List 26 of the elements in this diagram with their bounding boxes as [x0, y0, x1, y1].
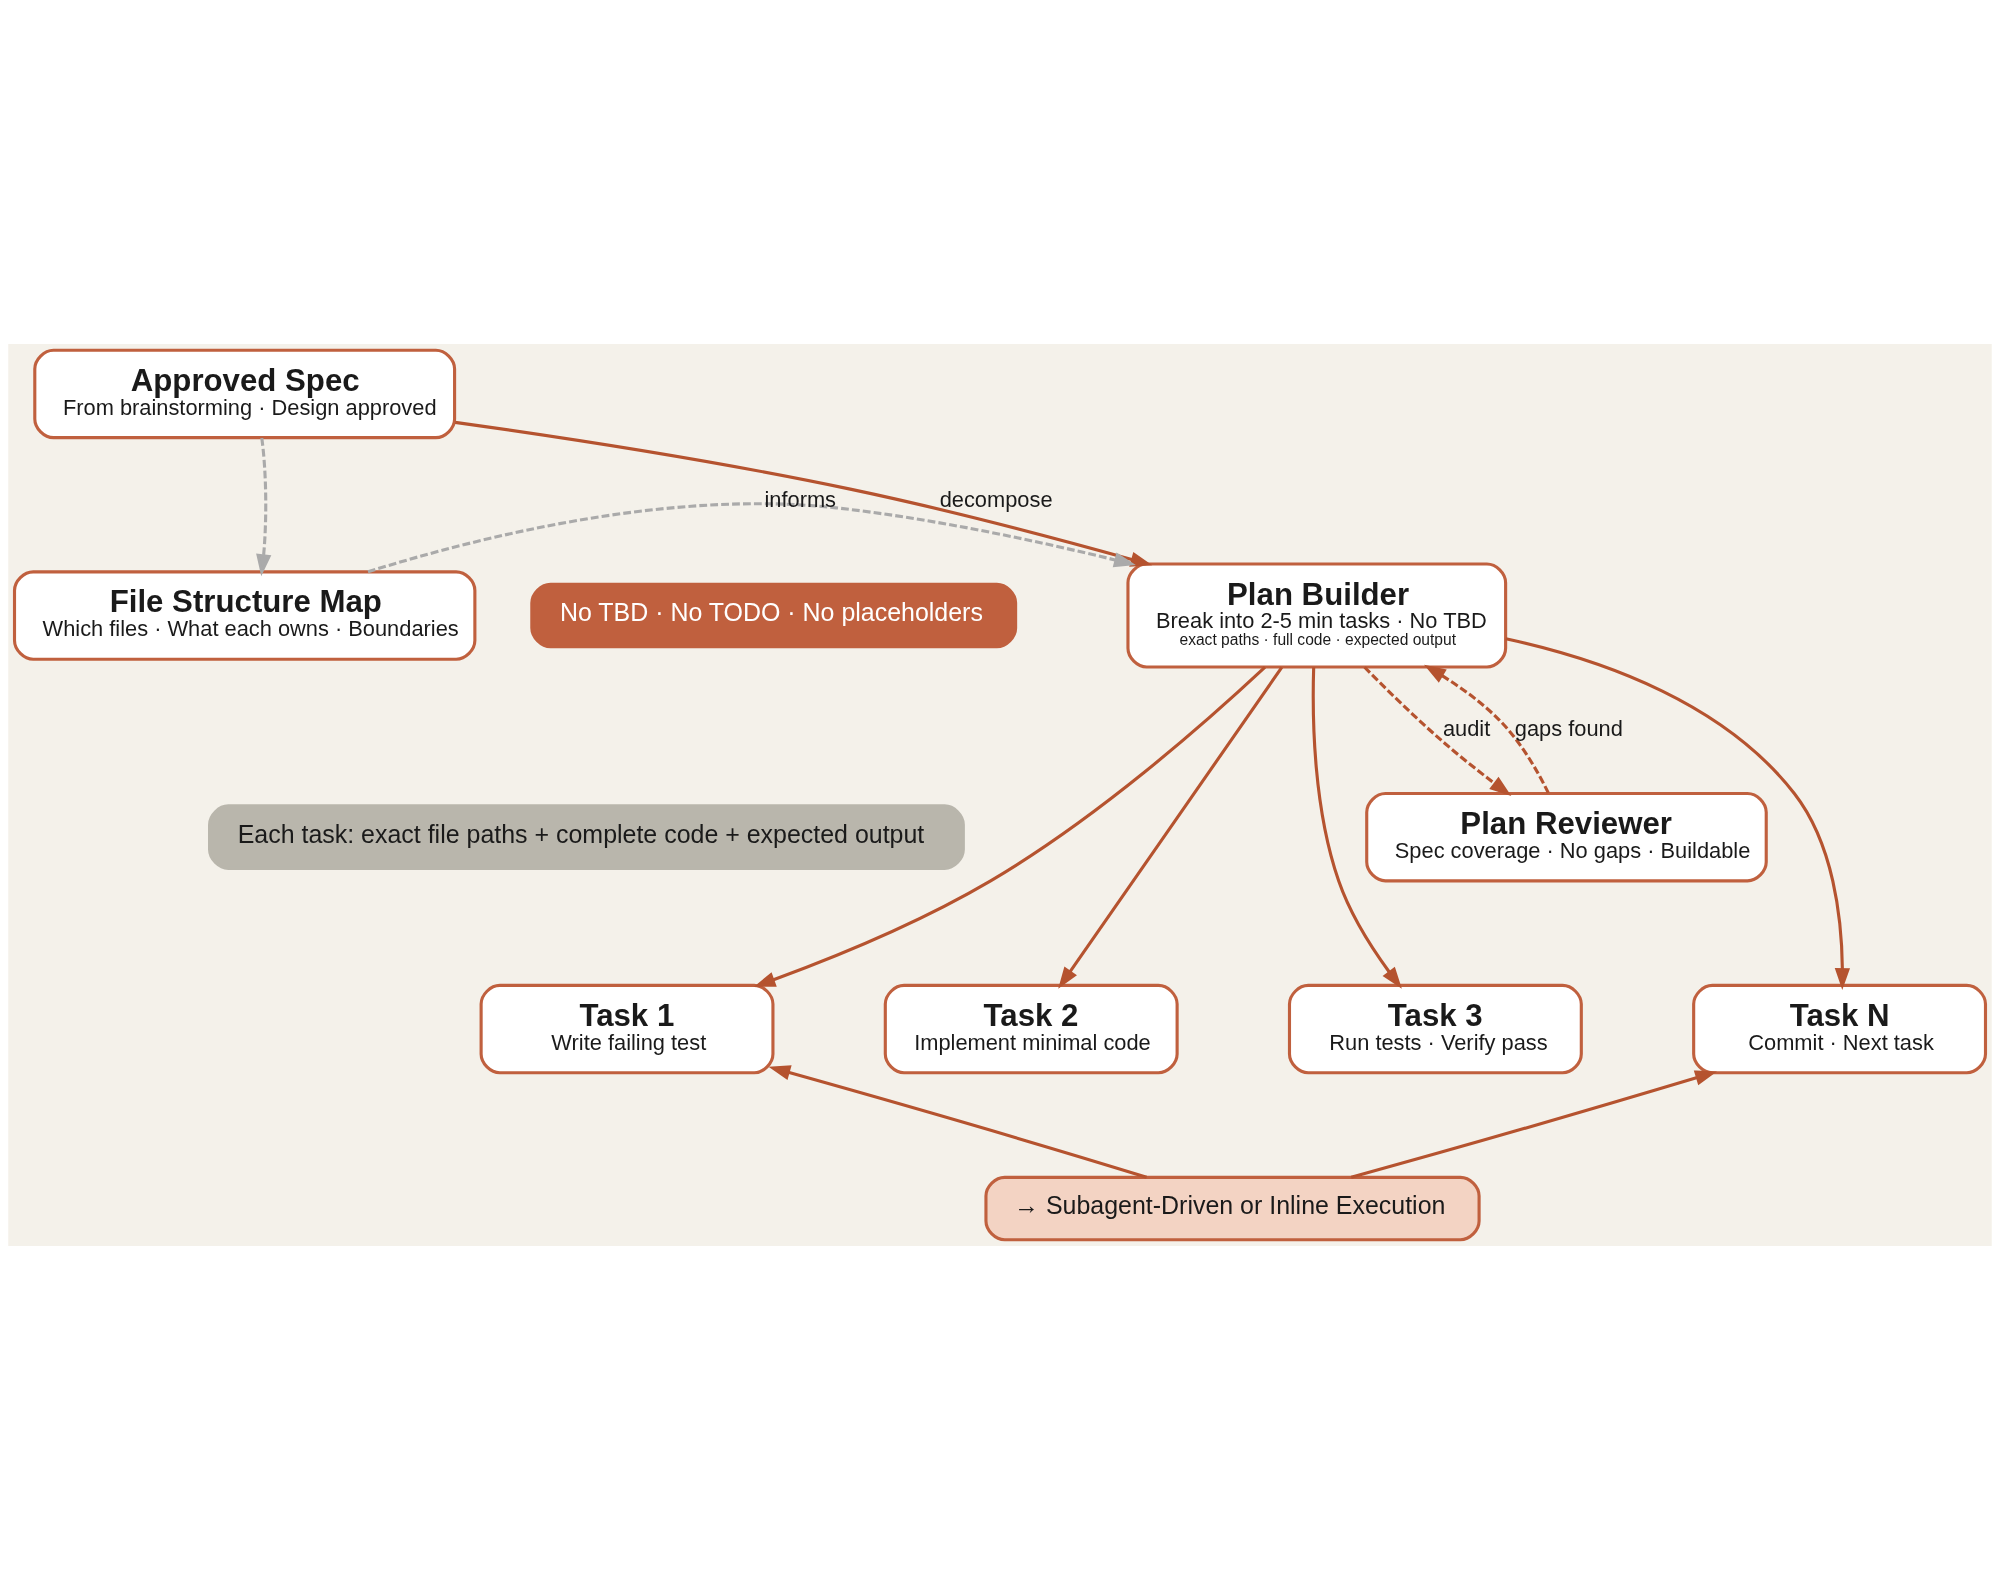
node-box: File Structure Map Which files · What each owns · Boundaries — [12, 570, 477, 661]
node-box: Each task: exact file paths + complete code + expected output — [208, 804, 965, 870]
node-box: → Subagent-Driven or Inline Execution — [984, 1175, 1481, 1242]
node-box: Plan Reviewer Spec coverage · No gaps · Buildable — [1365, 791, 1768, 883]
arrow — [1311, 667, 1402, 989]
arrow — [753, 666, 1267, 987]
arrow — [1058, 666, 1284, 989]
arrow — [1350, 1070, 1717, 1179]
node-box: Task 2 Implement minimal code — [883, 983, 1179, 1075]
edge-label: informs — [764, 486, 837, 512]
node-box: Task N Commit · Next task — [1692, 983, 1988, 1075]
arrow — [367, 502, 1136, 574]
edge-label: audit — [1442, 716, 1491, 742]
arrow — [1424, 664, 1550, 794]
node-box: Task 3 Run tests · Verify pass — [1287, 983, 1583, 1075]
node-box: No TBD · No TODO · No placeholders — [530, 582, 1018, 649]
arrow — [768, 1065, 1148, 1179]
edge-label: gaps found — [1514, 716, 1623, 742]
node-box: Plan Builder Break into 2-5 min tasks · No TBD exact paths · full code · expected output — [1126, 562, 1508, 669]
arrow — [256, 437, 272, 577]
node-box: Task 1 Write failing test — [479, 983, 775, 1075]
arrow — [1505, 637, 1851, 990]
node-box: Approved Spec From brainstorming · Design approved — [33, 348, 457, 440]
edge-label: decompose — [939, 486, 1053, 512]
arrow — [1363, 666, 1512, 797]
arrow — [454, 420, 1153, 567]
